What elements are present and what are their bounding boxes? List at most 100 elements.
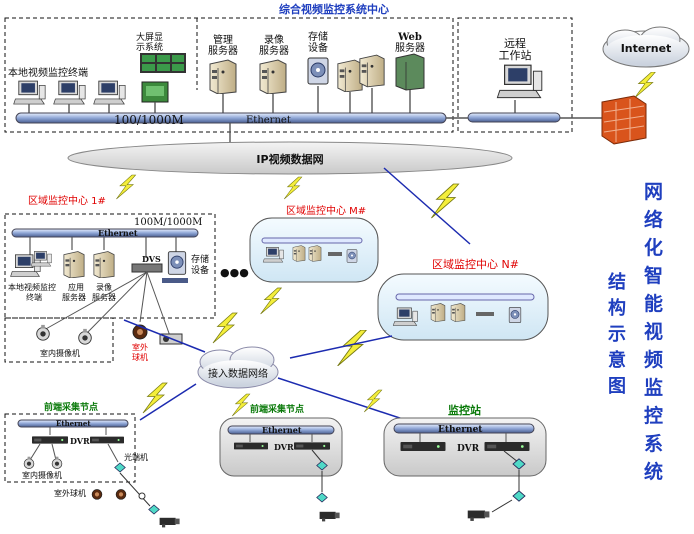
mgmt-server-icon <box>209 59 237 94</box>
front-1-bus-label: Ethernet <box>56 419 91 428</box>
access-network-cloud <box>197 346 279 389</box>
internet-label: Internet <box>621 42 672 55</box>
front-2-dvr-icon-2 <box>294 442 330 450</box>
access-network-label: 接入数据网络 <box>208 367 268 380</box>
center-bus-label: Ethernet <box>246 115 291 126</box>
front-1-indoor-cam: 室内摄像机 <box>22 470 62 480</box>
regional-n-disk-icon <box>508 307 522 323</box>
regional-m-title: 区域监控中心 M# <box>286 204 366 217</box>
regional-m-server-icon-1 <box>292 245 306 262</box>
regional-m-server-icon-2 <box>308 245 322 262</box>
side-title-1-char: 图 <box>608 376 626 397</box>
regional-m-disk-icon <box>346 249 358 263</box>
lightning-bolt-icon-1 <box>116 174 136 200</box>
regional-1-rec-2: 服务器 <box>92 292 116 302</box>
firewall-icon <box>601 95 647 145</box>
regional-1-storage-2: 设备 <box>191 264 209 276</box>
regional-1-terminal-1: 本地视频监控 <box>8 282 56 292</box>
center-frame <box>4 17 454 133</box>
regional-1-frame <box>4 213 216 319</box>
regional-n-server-icon-1 <box>430 303 446 322</box>
big-screen-label-1: 大屏显 <box>136 31 163 43</box>
regional-1-cam-frame <box>4 317 114 363</box>
rec-server-icon <box>259 59 287 94</box>
regional-n-title: 区域监控中心 N# <box>432 257 519 271</box>
front-1-dome-icon-1 <box>91 489 103 500</box>
regional-1-indoor-cam: 室内摄像机 <box>40 348 80 358</box>
regional-1-dvs-label: DVS <box>142 254 161 264</box>
station-dvr-icon-2 <box>484 442 530 451</box>
regional-1-outdoor-2: 球机 <box>132 352 148 362</box>
remote-label-2: 工作站 <box>499 48 532 62</box>
front-2-bus-label: Ethernet <box>262 425 302 435</box>
front-1-dvr-icon-1 <box>32 436 68 444</box>
front-2-dvr-icon-1 <box>234 442 268 450</box>
regional-1-bus <box>11 228 199 238</box>
front-2-bus <box>227 425 335 435</box>
station-bus <box>393 423 535 434</box>
front-1-frame <box>4 413 136 483</box>
station-dvr-label: DVR <box>457 444 480 454</box>
decoder-icon <box>141 81 169 103</box>
more-centers-dots: ●●● <box>220 266 249 279</box>
front-1-cam-icon-1 <box>23 456 35 469</box>
front-2-dvr-label: DVR <box>274 442 294 452</box>
side-title-system: 网 络 化 智 能 视 频 监 控 系 统 <box>644 181 663 483</box>
station-dvr-icon-1 <box>400 442 446 451</box>
big-screen-label-2: 示系统 <box>136 41 163 53</box>
lightning-bolt-icon-7 <box>142 382 168 414</box>
regional-1-rec-1: 录像 <box>96 282 112 292</box>
local-pc-icon-3 <box>93 80 126 105</box>
side-title-1-char: 构 <box>608 297 626 319</box>
rec-server-label-2: 服务器 <box>259 44 289 57</box>
storage-label-2: 设备 <box>308 41 328 54</box>
side-title-1-char: 示 <box>608 324 626 345</box>
regional-1-app-1: 应用 <box>68 282 84 292</box>
front-1-dvr-icon-2 <box>90 436 124 444</box>
server-icon-b <box>359 54 385 88</box>
front-1-title: 前端采集节点 <box>44 401 98 413</box>
side-title-1-char: 结 <box>608 271 626 293</box>
side-title-2-char: 络 <box>644 208 663 231</box>
web-server-label-1: Web <box>397 32 422 43</box>
front-1-outdoor-cam: 室外球机 <box>54 488 86 498</box>
side-title-2-char: 监 <box>644 376 663 399</box>
center-ethernet-bus <box>15 112 447 124</box>
regional-1-title: 区域监控中心 1# <box>28 194 106 207</box>
front-1-bus <box>17 419 129 428</box>
web-server-label-2: 服务器 <box>395 41 425 54</box>
lightning-bolt-icon-internet <box>634 72 656 98</box>
side-title-2-char: 系 <box>644 433 663 455</box>
front-1-transceiver-icon-2 <box>148 504 160 515</box>
regional-1-bus-label: Ethernet <box>98 228 138 238</box>
lightning-bolt-icon-2 <box>283 176 303 200</box>
internet-cloud <box>602 26 690 68</box>
regional-1-rec-server-icon <box>93 251 115 278</box>
front-2-bullet-cam-icon <box>319 511 340 522</box>
center-drop-lines <box>28 86 411 114</box>
lightning-bolt-icon-6 <box>337 330 367 366</box>
remote-label-1: 远程 <box>504 37 526 50</box>
regional-1-speed: 100M/1000M <box>134 217 202 228</box>
front-1-cam-icon-2 <box>51 456 63 469</box>
mgmt-server-label-2: 服务器 <box>208 44 238 57</box>
regional-1-storage-1: 存储 <box>191 253 209 265</box>
web-server-icon <box>395 53 425 91</box>
center-title: 综合视频监控系统中心 <box>279 2 389 16</box>
station-bullet-cam-icon <box>467 510 490 521</box>
regional-1-indoor-cam-icon-1 <box>36 324 50 341</box>
front-1-dvr-label: DVR <box>70 436 90 446</box>
side-title-2-char: 网 <box>644 181 663 203</box>
side-title-2-char: 智 <box>644 264 663 287</box>
regional-1-app-server-icon <box>63 251 85 278</box>
remote-frame <box>457 17 573 133</box>
local-pc-icon-2 <box>53 80 86 105</box>
front-1-bullet-cam-icon <box>159 517 180 528</box>
storage-label-1: 存储 <box>308 30 328 43</box>
front-1-dome-icon-2 <box>115 489 127 500</box>
mgmt-server-label-1: 管理 <box>213 33 233 46</box>
side-title-structure: 结 构 示 意 图 <box>608 271 626 397</box>
station-transceiver-icon-2 <box>512 490 526 502</box>
ip-network-ellipse <box>67 141 513 175</box>
